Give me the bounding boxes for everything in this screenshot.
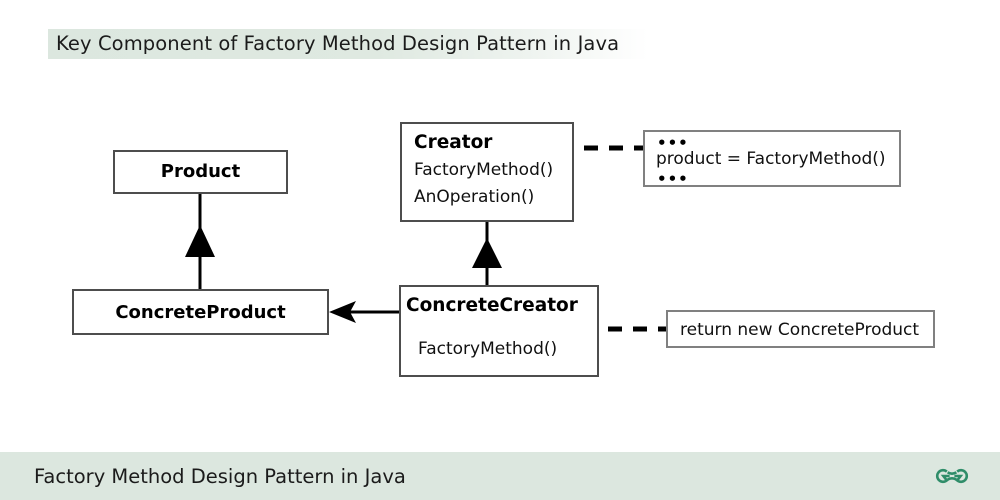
generalization-concretecreator-to-creator — [472, 222, 502, 285]
note-ellipsis-top: ••• — [657, 134, 689, 152]
note-ellipsis-bottom: ••• — [657, 170, 689, 188]
uml-class-concretecreator[interactable]: ConcreteCreator FactoryMethod() — [399, 285, 599, 377]
title-highlight-bar — [48, 29, 648, 59]
uml-class-creator-method-2: AnOperation() — [414, 187, 535, 207]
uml-diagram — [185, 139, 666, 338]
geeksforgeeks-logo-icon — [935, 468, 969, 484]
uml-class-creator-method-1: FactoryMethod() — [414, 160, 554, 180]
uml-class-product-title: Product — [160, 161, 241, 182]
uml-note-concretecreator-text: return new ConcreteProduct — [680, 320, 920, 340]
association-concretecreator-to-concreteproduct — [329, 301, 399, 323]
uml-class-concretecreator-title: ConcreteCreator — [406, 295, 578, 316]
uml-note-creator-text: product = FactoryMethod() — [656, 149, 886, 169]
generalization-concreteproduct-to-product — [185, 194, 215, 289]
uml-class-concreteproduct-title: ConcreteProduct — [115, 302, 286, 323]
uml-note-concretecreator[interactable]: return new ConcreteProduct — [666, 310, 935, 348]
uml-class-product[interactable]: Product — [113, 150, 288, 194]
uml-note-creator[interactable]: ••• product = FactoryMethod() ••• — [643, 130, 901, 187]
connector-layer — [185, 139, 666, 338]
page-title: Key Component of Factory Method Design P… — [56, 32, 620, 55]
uml-class-creator-title: Creator — [414, 132, 493, 153]
uml-class-concretecreator-method-1: FactoryMethod() — [418, 339, 558, 359]
footer-bar: Factory Method Design Pattern in Java — [0, 452, 1000, 500]
footer-caption: Factory Method Design Pattern in Java — [34, 465, 406, 488]
uml-class-creator[interactable]: Creator FactoryMethod() AnOperation() — [400, 122, 574, 222]
uml-class-concreteproduct[interactable]: ConcreteProduct — [72, 289, 329, 335]
